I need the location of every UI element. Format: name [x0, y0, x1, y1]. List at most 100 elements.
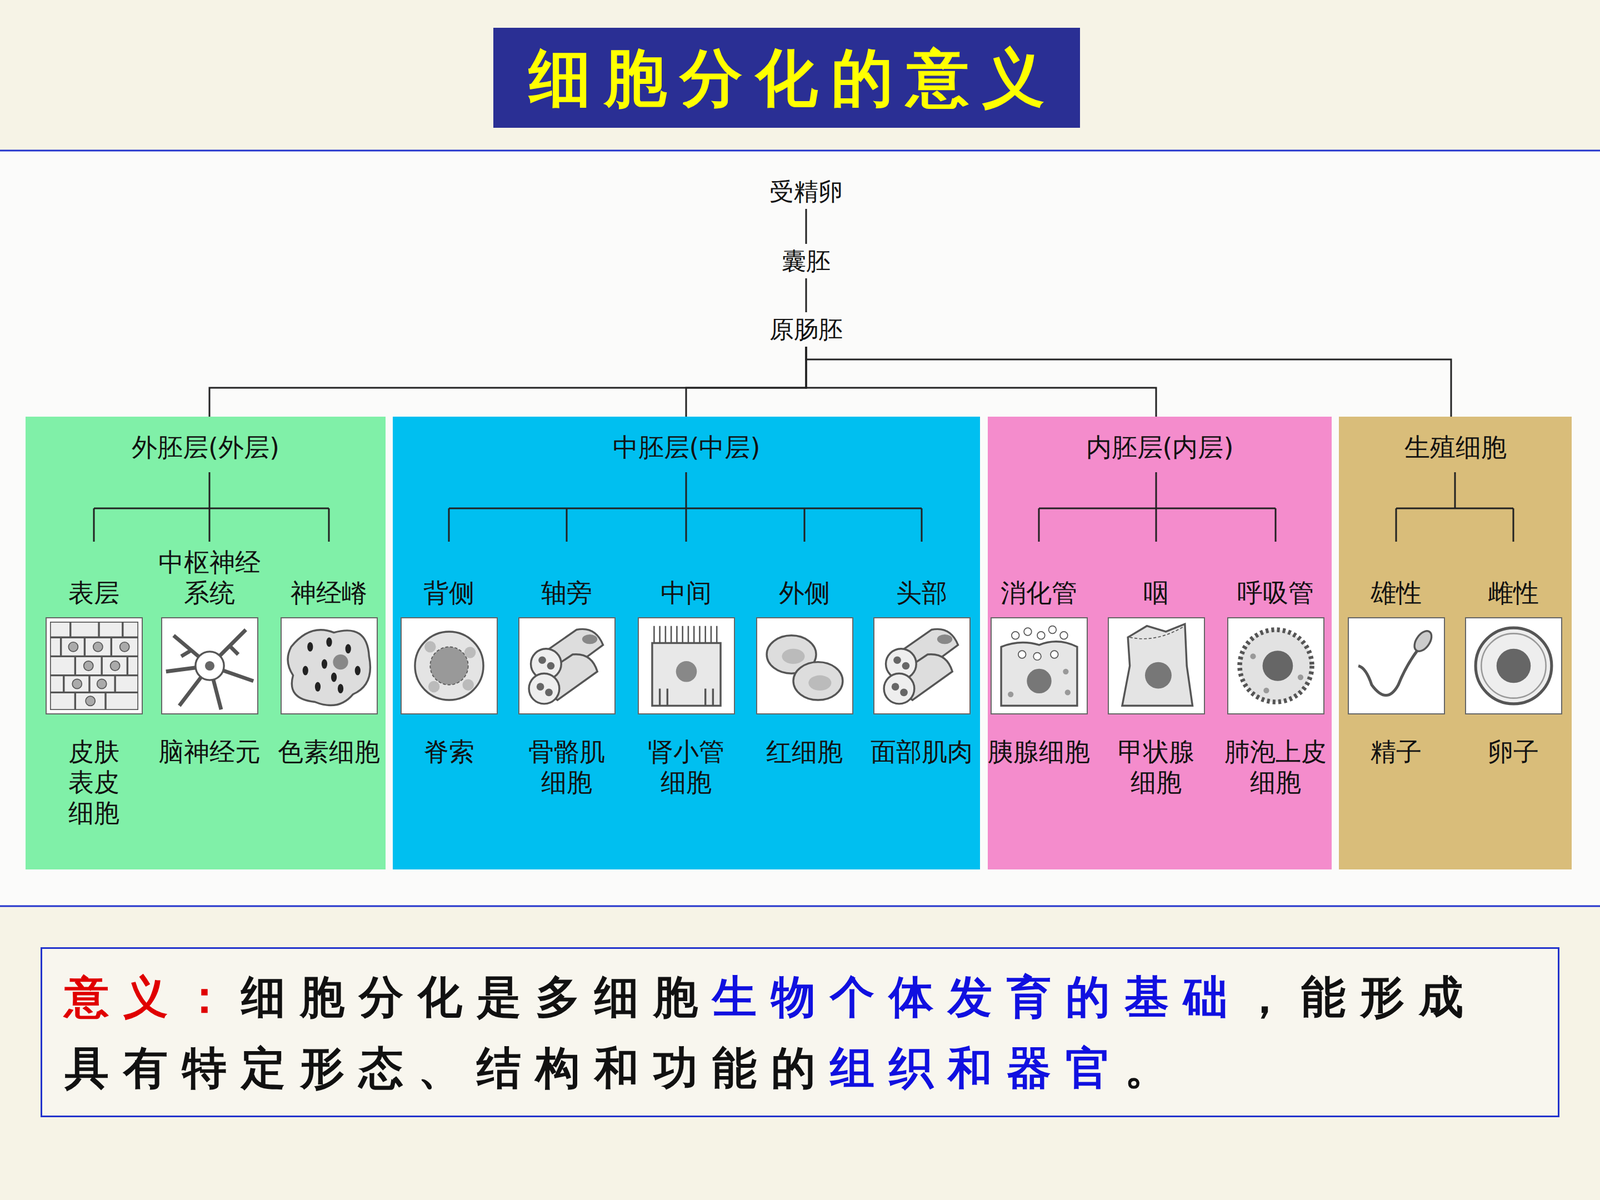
cell-illustration: [1108, 618, 1204, 714]
cell-name: 色素细胞: [277, 736, 380, 768]
category-label: 中枢神经系统: [155, 547, 263, 609]
cell-type-node: 表层皮肤表皮细胞: [38, 547, 150, 829]
meaning-text: 。: [1124, 1041, 1184, 1094]
cell-type-node: 雌性卵子: [1457, 547, 1569, 768]
cell-illustration: [1466, 618, 1562, 714]
panel-heading: 中胚层(中层): [392, 432, 980, 463]
stage-label: 受精卵: [769, 177, 843, 206]
cell-illustration: [757, 618, 853, 714]
cell-illustration: [519, 618, 615, 714]
cell-picture-frame: [400, 617, 498, 715]
cell-type-node: 呼吸管肺泡上皮细胞: [1220, 547, 1332, 798]
cell-picture-frame: [1465, 617, 1563, 715]
category-label: 呼吸管: [1237, 577, 1314, 609]
category-label: 神经嵴: [290, 577, 368, 609]
germ-layer-panel: 中胚层(中层)背侧脊索轴旁骨骼肌细胞中间肾小管细胞外侧红细胞头部面部肌肉: [392, 416, 980, 870]
cell-picture-frame: [161, 617, 259, 715]
cell-picture-frame: [45, 617, 143, 715]
cell-type-node: 轴旁骨骼肌细胞: [511, 547, 623, 798]
category-block: 咽: [1100, 547, 1212, 609]
cell-picture-frame: [1347, 617, 1445, 715]
tree-connector: [806, 346, 1452, 417]
category-block: 中枢神经系统: [153, 547, 265, 609]
cell-type-node: 咽甲状腺细胞: [1100, 547, 1212, 798]
cell-picture-frame: [637, 617, 735, 715]
category-label: 咽: [1143, 577, 1169, 609]
category-block: 外侧: [748, 547, 860, 609]
category-label: 表层: [68, 577, 120, 609]
germ-layer-panel: 内胚层(内层)消化管胰腺细胞咽甲状腺细胞呼吸管肺泡上皮细胞: [987, 416, 1332, 870]
panel-heading: 生殖细胞: [1338, 432, 1572, 463]
germ-layer-panel: 外胚层(外层)表层皮肤表皮细胞中枢神经系统脑神经元神经嵴色素细胞: [25, 416, 386, 870]
category-label: 头部: [896, 577, 948, 609]
cell-illustration: [1348, 618, 1444, 714]
category-label: 雌性: [1487, 577, 1539, 609]
cell-picture-frame: [990, 617, 1088, 715]
cell-name: 骨骼肌细胞: [525, 736, 608, 798]
cell-type-node: 雄性精子: [1340, 547, 1452, 768]
cell-name: 甲状腺细胞: [1115, 736, 1197, 798]
stage-label: 原肠胚: [769, 315, 843, 344]
cell-name: 面部肌肉: [870, 736, 973, 768]
tree-connector: [806, 346, 1157, 417]
cell-name: 皮肤表皮细胞: [65, 736, 122, 829]
cell-type-node: 头部面部肌肉: [866, 547, 978, 768]
meaning-text: 细胞分化是多细胞: [241, 970, 713, 1023]
stage-node: 原肠胚: [766, 314, 847, 345]
cell-type-node: 外侧红细胞: [748, 547, 860, 768]
cell-picture-frame: [280, 617, 378, 715]
cell-type-node: 中间肾小管细胞: [630, 547, 742, 798]
category-block: 神经嵴: [273, 547, 385, 609]
category-block: 轴旁: [511, 547, 623, 609]
tree-connector: [686, 346, 807, 417]
cell-name: 精子: [1370, 736, 1422, 768]
cell-illustration: [874, 618, 970, 714]
category-block: 雄性: [1340, 547, 1452, 609]
category-block: 中间: [630, 547, 742, 609]
cell-picture-frame: [756, 617, 854, 715]
cell-name: 卵子: [1487, 736, 1539, 768]
category-label: 外侧: [778, 577, 830, 609]
cell-illustration: [162, 618, 258, 714]
cell-type-node: 背侧脊索: [393, 547, 505, 768]
rule-line: [0, 905, 1600, 908]
category-block: 雌性: [1457, 547, 1569, 609]
cell-illustration: [46, 618, 142, 714]
cell-picture-frame: [1227, 617, 1325, 715]
cell-illustration: [991, 618, 1087, 714]
rule-line: [0, 150, 1600, 152]
cell-illustration: [401, 618, 497, 714]
cell-type-node: 神经嵴色素细胞: [273, 547, 385, 768]
cell-illustration: [1228, 618, 1324, 714]
meaning-box: 意义：细胞分化是多细胞生物个体发育的基础，能形成具有特定形态、结构和功能的组织和…: [40, 947, 1560, 1118]
stage-node: 囊胚: [778, 246, 834, 277]
cell-illustration: [281, 618, 377, 714]
cell-name: 脊索: [423, 736, 475, 768]
category-label: 消化管: [1000, 577, 1078, 609]
cell-illustration: [638, 618, 734, 714]
category-label: 雄性: [1370, 577, 1422, 609]
meaning-text: 生物个体发育的基础: [712, 970, 1243, 1023]
tree-connector: [805, 208, 808, 244]
cell-picture-frame: [1107, 617, 1205, 715]
category-block: 表层: [38, 547, 150, 609]
category-label: 轴旁: [541, 577, 593, 609]
cell-picture-frame: [873, 617, 971, 715]
bracket-lines: [93, 472, 1514, 542]
tree-connector: [209, 346, 807, 417]
cell-type-node: 中枢神经系统脑神经元: [153, 547, 265, 768]
tree-connector: [805, 278, 808, 313]
stage-node: 受精卵: [766, 176, 847, 207]
category-block: 消化管: [983, 547, 1095, 609]
cell-name: 胰腺细胞: [987, 736, 1090, 768]
category-block: 头部: [866, 547, 978, 609]
category-label: 背侧: [423, 577, 475, 609]
cell-picture-frame: [518, 617, 616, 715]
cell-name: 红细胞: [766, 736, 843, 768]
germ-layer-panel: 生殖细胞雄性精子雌性卵子: [1338, 416, 1572, 870]
meaning-text: 意义：: [64, 970, 242, 1023]
meaning-text: 组织和器官: [830, 1041, 1125, 1094]
cell-name: 肺泡上皮细胞: [1221, 736, 1329, 798]
category-label: 中间: [660, 577, 712, 609]
